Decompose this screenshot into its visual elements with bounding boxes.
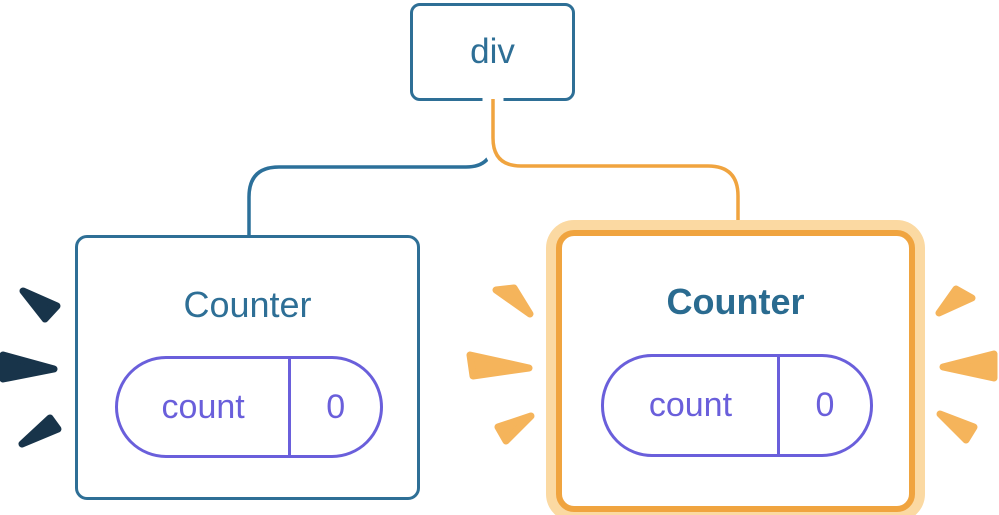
root-div-node-label: div [470,32,515,71]
right-counter-title: Counter [666,281,805,322]
right-counter-state-pill: count 0 [601,354,873,457]
connector-to-left-counter [247,99,495,238]
left-state-key: count [161,387,245,426]
spark-icon [494,412,535,445]
connector-to-right-counter-core [491,99,740,236]
spark-icon [492,284,534,318]
spark-icon [18,414,62,448]
spark-icon [0,351,58,383]
spark-icon [466,351,533,380]
right-state-value: 0 [776,357,870,454]
sparks-middle-orange [466,284,535,445]
left-counter-state-pill: count 0 [115,356,383,458]
spark-icon [935,285,976,317]
sparks-left-dark [0,287,62,448]
right-state-key: count [648,386,733,424]
root-div-node: div [410,3,575,101]
spark-icon [19,287,61,323]
spark-icon [936,410,978,444]
sparks-right-orange [935,285,998,444]
left-counter-title: Counter [183,284,312,325]
left-state-value: 0 [288,359,380,455]
spark-icon [939,350,998,382]
